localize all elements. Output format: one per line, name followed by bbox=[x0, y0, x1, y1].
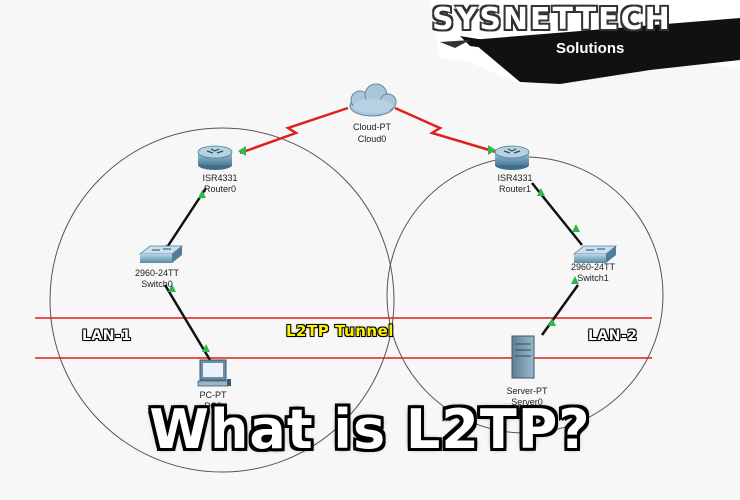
switch-icon[interactable] bbox=[140, 246, 182, 263]
router-icon[interactable] bbox=[198, 146, 232, 170]
router-icon[interactable] bbox=[495, 146, 529, 170]
pc-icon[interactable] bbox=[198, 360, 231, 386]
switch0-name-label: Switch0 bbox=[141, 279, 173, 289]
tunnel-label: L2TP Tunnel bbox=[286, 322, 394, 340]
switch-icon[interactable] bbox=[574, 246, 616, 263]
server-icon[interactable] bbox=[512, 336, 534, 378]
switch1-name-label: Switch1 bbox=[577, 273, 609, 283]
brand-name: SYSNETTECH bbox=[432, 2, 672, 37]
router1-name-label: Router1 bbox=[499, 184, 531, 194]
lan-2-label: LAN-2 bbox=[588, 328, 638, 344]
server0-model-label: Server-PT bbox=[506, 386, 548, 396]
switch1-model-label: 2960-24TT bbox=[571, 262, 616, 272]
cloud-icon[interactable] bbox=[350, 84, 396, 116]
link-router0-switch0[interactable] bbox=[162, 188, 206, 255]
link-switch1-server0[interactable] bbox=[542, 285, 578, 335]
cloud-model-label: Cloud-PT bbox=[353, 122, 392, 132]
headline: What is L2TP? bbox=[0, 398, 740, 461]
cloud-name-label: Cloud0 bbox=[358, 134, 387, 144]
router1-model-label: ISR4331 bbox=[497, 173, 532, 183]
router0-name-label: Router0 bbox=[204, 184, 236, 194]
lan-1-label: LAN-1 bbox=[82, 328, 132, 344]
link-switch0-pc0[interactable] bbox=[165, 285, 210, 360]
wan-link-router0-cloud[interactable] bbox=[240, 108, 348, 153]
brand-tagline: Solutions bbox=[556, 40, 624, 57]
router0-model-label: ISR4331 bbox=[202, 173, 237, 183]
switch0-model-label: 2960-24TT bbox=[135, 268, 180, 278]
wan-link-cloud-router1[interactable] bbox=[395, 108, 496, 152]
